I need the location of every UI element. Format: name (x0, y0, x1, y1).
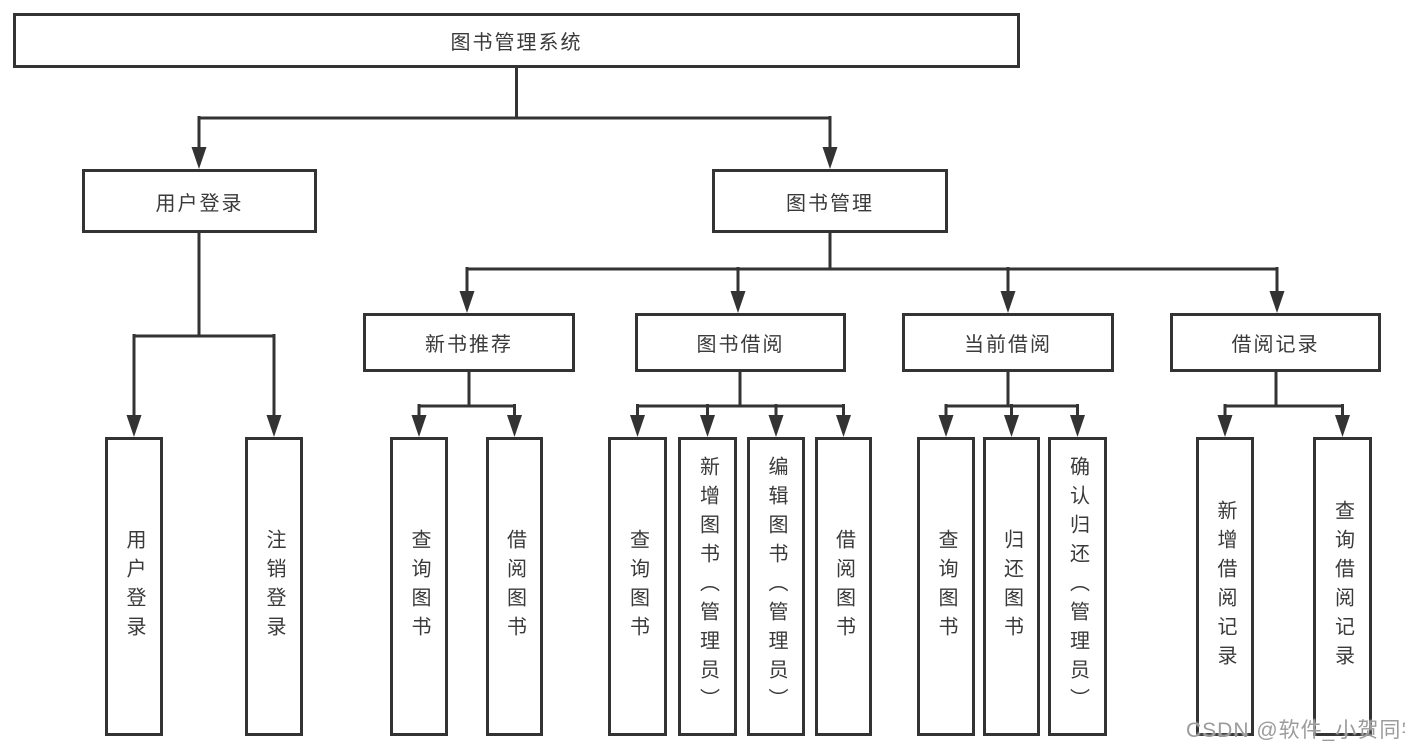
connector-book-borrowing-split (630, 372, 851, 437)
csdn-watermark: CSDN @软件_小贺同学 (1186, 719, 1405, 742)
node-add-books-admin: 新增图书（管理员） (678, 437, 737, 736)
connector-user-login-split (126, 233, 282, 437)
node-query-books-recommend: 查询图书 (390, 437, 448, 736)
node-book-borrowing: 图书借阅 (635, 313, 846, 372)
node-new-book-recommend: 新书推荐 (363, 313, 575, 372)
connector-root-split (191, 68, 838, 169)
node-book-management-branch: 图书管理 (712, 169, 948, 233)
node-user-login: 用户登录 (105, 437, 163, 736)
node-query-borrow-record: 查询借阅记录 (1313, 437, 1372, 736)
node-root: 图书管理系统 (13, 13, 1020, 68)
node-borrowing-records: 借阅记录 (1170, 313, 1381, 372)
connector-book-management-split (459, 233, 1285, 313)
node-borrow-books: 借阅图书 (815, 437, 872, 736)
node-user-login-branch: 用户登录 (82, 169, 317, 233)
node-edit-books-admin: 编辑图书（管理员） (747, 437, 805, 736)
node-logout: 注销登录 (245, 437, 303, 736)
node-confirm-return-admin: 确认归还（管理员） (1048, 437, 1107, 736)
node-return-books: 归还图书 (983, 437, 1040, 736)
node-query-books-borrowing: 查询图书 (608, 437, 667, 736)
node-add-borrow-record: 新增借阅记录 (1196, 437, 1254, 736)
connector-current-borrowing-split (938, 372, 1085, 437)
node-query-books-current: 查询图书 (917, 437, 975, 736)
node-current-borrowing: 当前借阅 (902, 313, 1114, 372)
node-borrow-books-recommend: 借阅图书 (486, 437, 543, 736)
connector-borrowing-records-split (1217, 372, 1350, 437)
connector-new-book-recommend-split (411, 372, 522, 437)
